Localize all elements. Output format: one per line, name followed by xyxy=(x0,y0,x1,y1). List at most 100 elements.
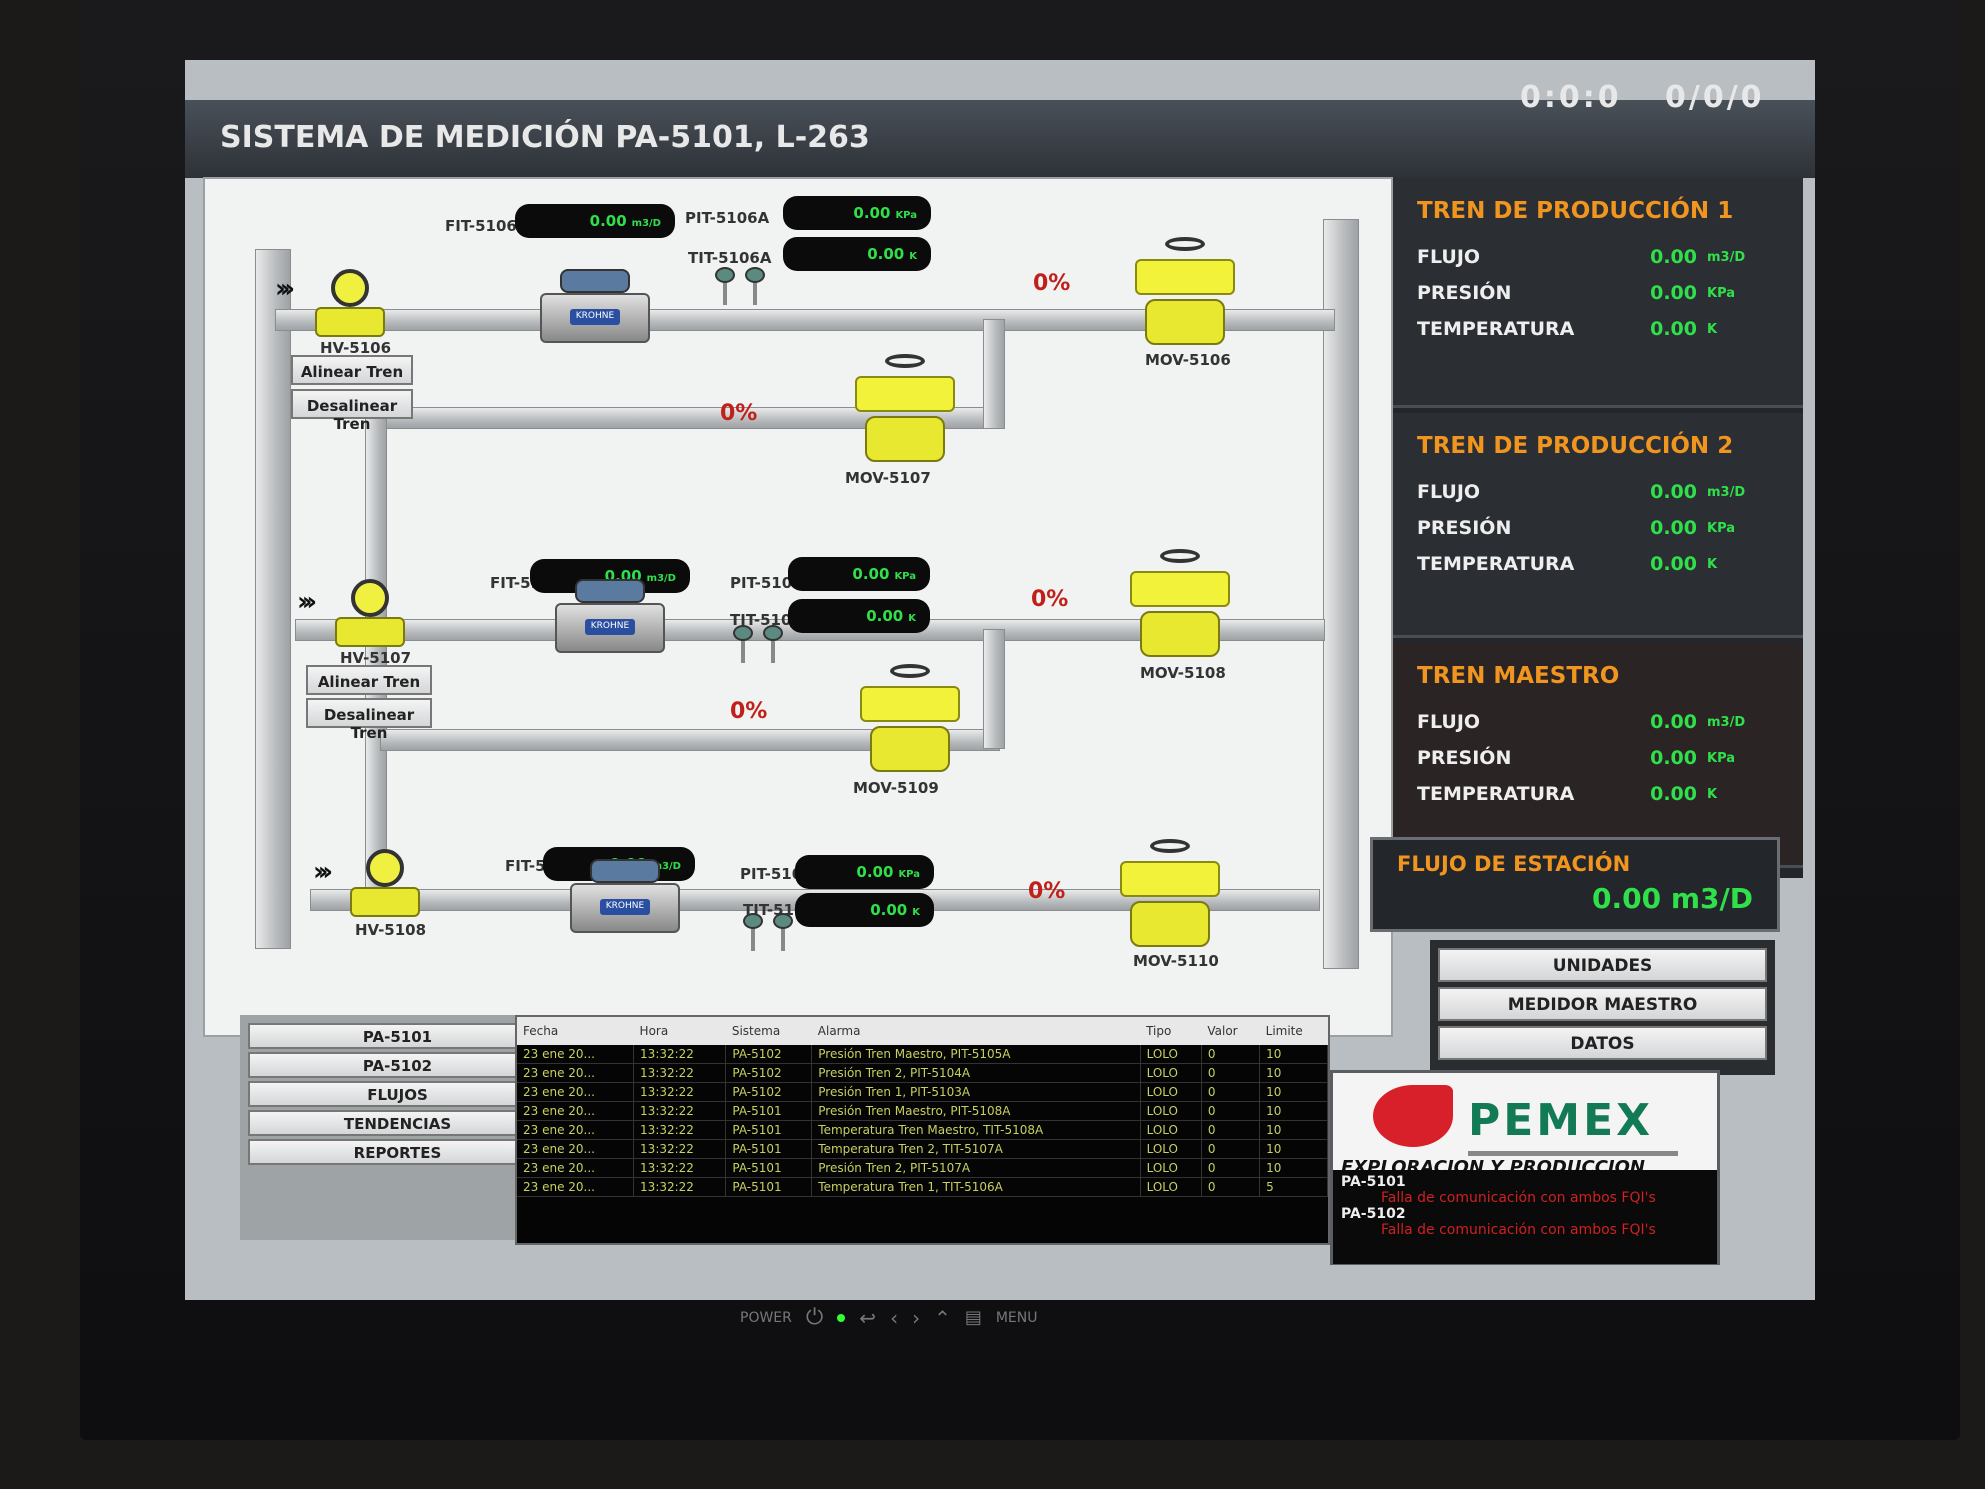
table-cell: 23 ene 20... xyxy=(517,1045,635,1064)
nav-reportes[interactable]: REPORTES xyxy=(248,1139,547,1165)
message-system: PA-5101 xyxy=(1341,1174,1406,1190)
hand-valve-5108[interactable] xyxy=(350,849,420,919)
column-header[interactable]: Tipo xyxy=(1140,1017,1202,1045)
unalign-train-2-button[interactable]: Desalinear Tren xyxy=(306,698,432,742)
table-cell: 13:32:22 xyxy=(633,1101,727,1121)
table-cell: LOLO xyxy=(1140,1063,1202,1083)
column-header[interactable]: Limite xyxy=(1259,1017,1328,1045)
flow-meter-5106[interactable]: KROHNE xyxy=(540,269,650,344)
unalign-train-1-button[interactable]: Desalinear Tren xyxy=(291,389,413,433)
return-icon[interactable]: ↩ xyxy=(859,1305,877,1330)
flow-value: 0.00 xyxy=(1650,481,1697,503)
station-flow-panel: FLUJO DE ESTACIÓN 0.00 m3/D xyxy=(1370,837,1780,932)
table-cell: 13:32:22 xyxy=(633,1045,727,1064)
pressure-value: 0.00 xyxy=(1650,747,1697,769)
motor-valve-5106[interactable] xyxy=(1125,237,1245,347)
align-train-2-button[interactable]: Alinear Tren xyxy=(306,665,432,695)
flow-unit: m3/D xyxy=(1707,485,1746,500)
temperature-transmitter-icon xyxy=(763,625,785,665)
table-cell: 23 ene 20... xyxy=(517,1139,635,1159)
flow-label: FLUJO xyxy=(1417,246,1481,268)
hand-valve-5106[interactable] xyxy=(315,269,385,339)
bypass-riser-1 xyxy=(983,319,1005,429)
pressure-transmitter-icon xyxy=(743,913,765,953)
table-cell: LOLO xyxy=(1140,1158,1202,1178)
menu-icon[interactable]: ▤ xyxy=(964,1307,982,1328)
motor-valve-5107[interactable] xyxy=(845,354,965,464)
table-cell: 10 xyxy=(1259,1101,1328,1121)
bypass-riser-2 xyxy=(983,629,1005,749)
column-header[interactable]: Valor xyxy=(1201,1017,1260,1045)
pressure-transmitter-icon xyxy=(715,267,737,307)
train-title: TREN DE PRODUCCIÓN 1 xyxy=(1417,198,1734,224)
up-icon[interactable]: ⌃ xyxy=(934,1305,951,1330)
pressure-unit: KPa xyxy=(1707,521,1736,536)
hand-valve-5107[interactable] xyxy=(335,579,405,649)
pressure-value: 0.00 xyxy=(1650,517,1697,539)
align-train-1-button[interactable]: Alinear Tren xyxy=(291,355,413,385)
motor-valve-5109[interactable] xyxy=(850,664,970,774)
table-cell: Presión Tren 1, PIT-5103A xyxy=(811,1082,1141,1102)
temperature-label: TEMPERATURA xyxy=(1417,553,1575,575)
column-header[interactable]: Fecha xyxy=(517,1017,634,1045)
table-cell: PA-5101 xyxy=(725,1120,813,1140)
motor-valve-5108[interactable] xyxy=(1120,549,1240,659)
table-cell: Presión Tren Maestro, PIT-5105A xyxy=(811,1045,1141,1064)
table-cell: Presión Tren Maestro, PIT-5108A xyxy=(811,1101,1141,1121)
table-cell: 13:32:22 xyxy=(633,1120,727,1140)
station-flow-value: 0.00 m3/D xyxy=(1592,882,1753,915)
nav-tendencias[interactable]: TENDENCIAS xyxy=(248,1110,547,1136)
motor-valve-5110[interactable] xyxy=(1110,839,1230,949)
power-button-icon[interactable]: ⏻ xyxy=(805,1305,824,1330)
column-header[interactable]: Hora xyxy=(633,1017,726,1045)
pressure-unit: KPa xyxy=(1707,751,1736,766)
nav-flujos[interactable]: FLUJOS xyxy=(248,1081,547,1107)
table-cell: 0 xyxy=(1201,1082,1261,1102)
valve-percent: 0% xyxy=(730,699,768,724)
table-cell: 23 ene 20... xyxy=(517,1063,635,1083)
flow-meter-5108[interactable]: KROHNE xyxy=(570,859,680,934)
table-cell: 10 xyxy=(1259,1120,1328,1140)
column-header[interactable]: Sistema xyxy=(725,1017,812,1045)
table-cell: 5 xyxy=(1259,1177,1328,1197)
hv-label: HV-5106 xyxy=(320,339,392,357)
nav-pa-5101[interactable]: PA-5101 xyxy=(248,1023,547,1049)
master-meter-button[interactable]: MEDIDOR MAESTRO xyxy=(1438,987,1767,1021)
valve-percent: 0% xyxy=(1033,271,1071,296)
table-cell: 23 ene 20... xyxy=(517,1120,635,1140)
flow-meter-5107[interactable]: KROHNE xyxy=(555,579,665,654)
temperature-value: 0.00 xyxy=(1650,553,1697,575)
valve-percent: 0% xyxy=(720,401,758,426)
table-cell: 13:32:22 xyxy=(633,1063,727,1083)
table-cell: 10 xyxy=(1259,1158,1328,1178)
table-cell: LOLO xyxy=(1140,1101,1202,1121)
nav-pa-5102[interactable]: PA-5102 xyxy=(248,1052,547,1078)
left-icon[interactable]: ‹ xyxy=(890,1305,899,1330)
date: 0/0/0 xyxy=(1665,80,1765,115)
hv-label: HV-5108 xyxy=(355,921,427,939)
data-button[interactable]: DATOS xyxy=(1438,1026,1767,1060)
hv-label: HV-5107 xyxy=(340,649,412,667)
units-button[interactable]: UNIDADES xyxy=(1438,948,1767,982)
right-icon[interactable]: › xyxy=(912,1305,921,1330)
station-flow-title: FLUJO DE ESTACIÓN xyxy=(1397,852,1631,876)
column-header[interactable]: Alarma xyxy=(811,1017,1141,1045)
table-cell: 13:32:22 xyxy=(633,1158,727,1178)
logo-brand: PEMEX xyxy=(1468,1095,1654,1146)
scada-screen: SISTEMA DE MEDICIÓN PA-5101, L-263 0:0:0… xyxy=(185,60,1815,1300)
